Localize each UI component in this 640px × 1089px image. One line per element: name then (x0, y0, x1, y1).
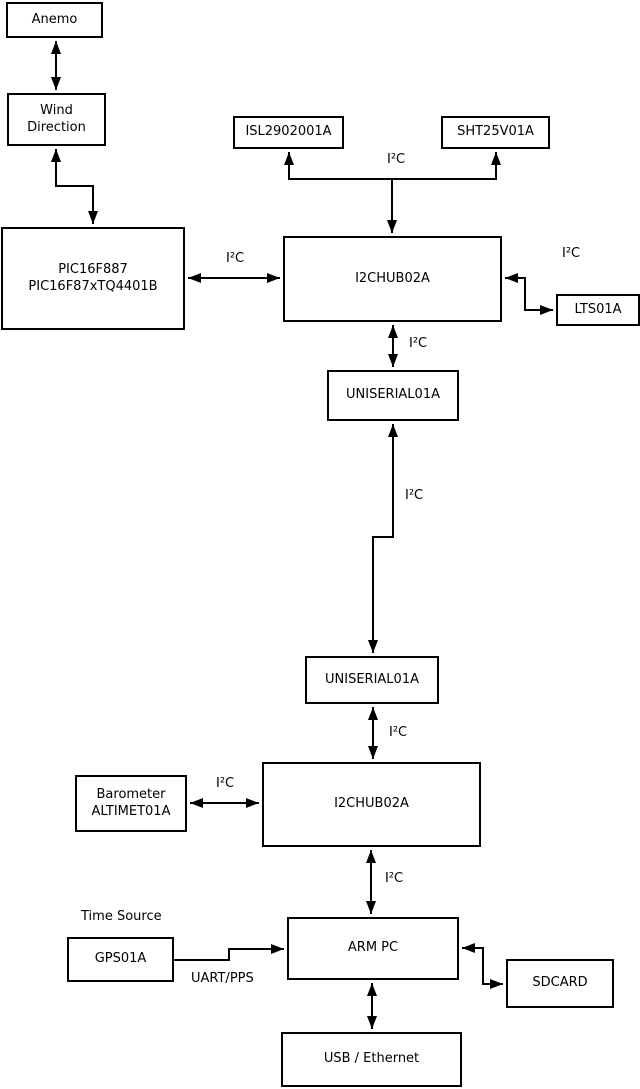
connector-hub1-lts (505, 273, 553, 315)
connector-sensors-hub1 (284, 152, 501, 233)
bus-label-pic-hub1: I²C (226, 251, 245, 266)
block-anemometer: Anemo (6, 2, 103, 38)
block-pic-microcontroller: PIC16F887 PIC16F87xTQ4401B (1, 227, 185, 330)
bus-label-uniserial-link: I²C (405, 488, 424, 503)
bus-label-hub1-uniserial1: I²C (409, 336, 428, 351)
connector-armpc-sdcard (462, 943, 503, 989)
label-uart-pps: UART/PPS (191, 971, 254, 986)
block-lts01a: LTS01A (556, 294, 640, 326)
connector-wind-pic (51, 149, 98, 224)
block-i2c-hub-2: I2CHUB02A (262, 762, 481, 847)
bus-label-barometer-hub2: I²C (216, 776, 235, 791)
bus-label-sensors: I²C (387, 152, 406, 167)
block-sdcard: SDCARD (506, 959, 614, 1008)
block-wind-direction: Wind Direction (7, 93, 106, 146)
block-sht25v01a: SHT25V01A (441, 116, 550, 149)
block-usb-ethernet: USB / Ethernet (281, 1032, 462, 1087)
connector-gps-armpc (174, 944, 284, 961)
block-i2c-hub-1: I2CHUB02A (283, 236, 502, 322)
bus-label-uniserial2-hub2: I²C (389, 725, 408, 740)
block-arm-pc: ARM PC (287, 917, 459, 980)
label-time-source: Time Source (81, 909, 162, 924)
block-gps01a: GPS01A (67, 937, 174, 982)
bus-label-hub1-lts: I²C (562, 246, 581, 261)
block-uniserial-1: UNISERIAL01A (327, 370, 459, 421)
block-barometer: Barometer ALTIMET01A (75, 775, 187, 832)
bus-label-hub2-armpc: I²C (385, 871, 404, 886)
block-isl2902001a: ISL2902001A (233, 116, 344, 149)
connector-uniserial1-uniserial2 (368, 424, 398, 653)
block-uniserial-2: UNISERIAL01A (305, 656, 439, 704)
